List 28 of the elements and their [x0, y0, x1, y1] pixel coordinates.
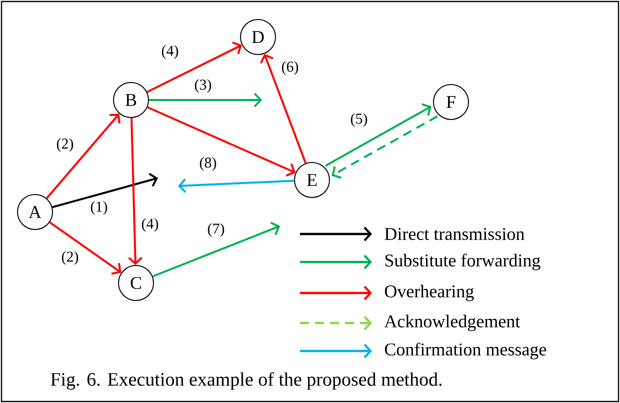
edge-label: (4) — [140, 217, 160, 233]
arrow — [149, 92, 262, 108]
edge-label: (3) — [193, 78, 213, 94]
arrow — [128, 118, 143, 265]
arrow — [147, 106, 296, 177]
edge-label: (5) — [349, 112, 369, 128]
arrow — [152, 222, 280, 278]
edge-label: (6) — [280, 60, 300, 76]
legend-text: Overhearing — [384, 284, 474, 302]
legend-text: Acknowledgement — [384, 314, 520, 332]
legend-text: Confirmation message — [384, 342, 546, 360]
edge-label: (2) — [60, 250, 80, 266]
edge-label: (7) — [206, 222, 226, 238]
arrow — [146, 42, 242, 93]
edge-label: (4) — [160, 44, 180, 60]
legend-text: Substitute forwarding — [385, 254, 540, 270]
arrow — [49, 222, 122, 275]
arrow — [332, 115, 438, 179]
edge-label: (1) — [89, 200, 109, 216]
arrow — [46, 114, 120, 199]
arrow — [260, 54, 307, 164]
legend-text: Direct transmission — [384, 228, 524, 240]
arrow — [52, 172, 158, 208]
figure-caption: Fig. 6. Execution example of the proposed method. — [50, 372, 442, 390]
arrow — [325, 103, 432, 167]
arrow — [178, 178, 294, 193]
edge-label: (2) — [55, 137, 75, 153]
edge-label: (8) — [198, 156, 218, 172]
